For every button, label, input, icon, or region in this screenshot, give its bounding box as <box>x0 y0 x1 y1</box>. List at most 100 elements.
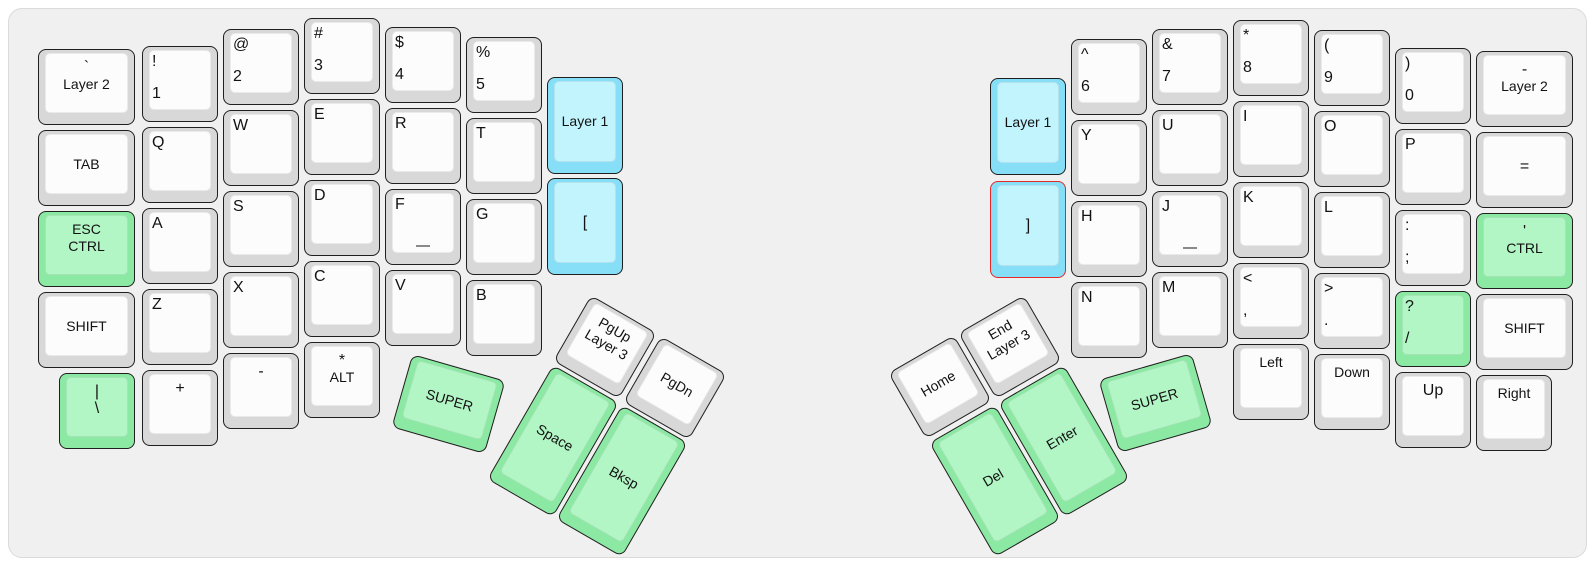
key-down-arrow[interactable]: Down <box>1314 354 1390 430</box>
key-6[interactable]: ^6 <box>1071 39 1147 115</box>
key-n[interactable]: N <box>1071 282 1147 358</box>
keycap-top <box>1483 298 1566 358</box>
key-z[interactable]: Z <box>142 289 218 365</box>
key-p[interactable]: P <box>1395 129 1471 205</box>
key-lbracket[interactable]: [ <box>547 178 623 275</box>
key-rbracket[interactable]: ] <box>990 181 1066 278</box>
keycap-top <box>1159 114 1221 174</box>
keycap-top <box>1159 33 1221 93</box>
key-layer1-right[interactable]: Layer 1 <box>990 78 1066 175</box>
key-0[interactable]: )0 <box>1395 48 1471 124</box>
keycap-top <box>1483 55 1566 115</box>
keycap-top <box>230 33 292 93</box>
key-shift-right[interactable]: SHIFT <box>1476 294 1573 370</box>
key-quote-ctrl[interactable]: 'CTRL <box>1476 213 1573 289</box>
key-x[interactable]: X <box>223 272 299 348</box>
key-k[interactable]: K <box>1233 182 1309 258</box>
keycap-top <box>392 112 454 172</box>
key-grave-layer2[interactable]: `Layer 2 <box>38 49 135 125</box>
key-right-arrow[interactable]: Right <box>1476 375 1552 451</box>
key-7[interactable]: &7 <box>1152 29 1228 105</box>
keycap-top <box>1240 24 1302 84</box>
key-s[interactable]: S <box>223 191 299 267</box>
keycap-top <box>149 212 211 272</box>
key-3[interactable]: #3 <box>304 18 380 94</box>
key-minus[interactable]: - <box>223 353 299 429</box>
key-g[interactable]: G <box>466 199 542 275</box>
key-8[interactable]: *8 <box>1233 20 1309 96</box>
keycap-top <box>1483 379 1545 439</box>
key-y[interactable]: Y <box>1071 120 1147 196</box>
key-t[interactable]: T <box>466 118 542 194</box>
key-9[interactable]: (9 <box>1314 30 1390 106</box>
key-r[interactable]: R <box>385 108 461 184</box>
keycap-top <box>554 81 616 162</box>
keycap-top <box>1483 136 1566 196</box>
keycap-top <box>1078 124 1140 184</box>
key-left-arrow[interactable]: Left <box>1233 344 1309 420</box>
key-l[interactable]: L <box>1314 192 1390 268</box>
key-a[interactable]: A <box>142 208 218 284</box>
keycap-top <box>149 374 211 434</box>
keycap-top <box>1402 52 1464 112</box>
key-shift-left[interactable]: SHIFT <box>38 292 135 368</box>
key-v[interactable]: V <box>385 270 461 346</box>
key-b[interactable]: B <box>466 280 542 356</box>
key-h[interactable]: H <box>1071 201 1147 277</box>
key-question-slash[interactable]: ?/ <box>1395 291 1471 367</box>
key-2[interactable]: @2 <box>223 29 299 105</box>
keycap-top <box>1402 376 1464 436</box>
key-comma[interactable]: <, <box>1233 263 1309 339</box>
keycap-top <box>997 82 1059 163</box>
keycap-top <box>392 193 454 253</box>
key-d[interactable]: D <box>304 180 380 256</box>
key-u[interactable]: U <box>1152 110 1228 186</box>
key-j[interactable]: J <box>1152 191 1228 267</box>
key-layer1-left[interactable]: Layer 1 <box>547 77 623 174</box>
keycap-top <box>45 53 128 113</box>
keycap-top <box>230 195 292 255</box>
key-pipe-backslash[interactable]: |\ <box>59 373 135 449</box>
keycap-top <box>1321 196 1383 256</box>
keycap-top <box>997 185 1059 266</box>
keycap-top <box>230 276 292 336</box>
key-i[interactable]: I <box>1233 101 1309 177</box>
key-asterisk-alt[interactable]: *ALT <box>304 342 380 418</box>
keycap-top <box>45 134 128 194</box>
key-m[interactable]: M <box>1152 272 1228 348</box>
keycap-top <box>311 184 373 244</box>
key-f[interactable]: F <box>385 189 461 265</box>
keycap-top <box>149 50 211 110</box>
keycap-top <box>149 293 211 353</box>
key-period[interactable]: >. <box>1314 273 1390 349</box>
keycap-top <box>1321 34 1383 94</box>
keycap-top <box>473 203 535 263</box>
key-w[interactable]: W <box>223 110 299 186</box>
keycap-top <box>1321 277 1383 337</box>
keycap-top <box>1240 348 1302 408</box>
keycap-top <box>1240 105 1302 165</box>
key-c[interactable]: C <box>304 261 380 337</box>
key-4[interactable]: $4 <box>385 27 461 103</box>
keycap-top <box>1402 133 1464 193</box>
keycap-top <box>1321 115 1383 175</box>
key-5[interactable]: %5 <box>466 37 542 113</box>
key-q[interactable]: Q <box>142 127 218 203</box>
key-tab[interactable]: TAB <box>38 130 135 206</box>
keycap-top <box>311 103 373 163</box>
key-equals[interactable]: = <box>1476 132 1573 208</box>
key-plus[interactable]: + <box>142 370 218 446</box>
keycap-top <box>473 41 535 101</box>
key-o[interactable]: O <box>1314 111 1390 187</box>
keycap-top <box>1240 186 1302 246</box>
homing-bump <box>416 245 430 247</box>
homing-bump <box>1183 247 1197 249</box>
key-e[interactable]: E <box>304 99 380 175</box>
key-up-arrow[interactable]: Up <box>1395 372 1471 448</box>
key-1[interactable]: !1 <box>142 46 218 122</box>
keycap-top <box>45 296 128 356</box>
keycap-top <box>473 122 535 182</box>
key-dash-layer2[interactable]: -Layer 2 <box>1476 51 1573 127</box>
key-semicolon[interactable]: :; <box>1395 210 1471 286</box>
